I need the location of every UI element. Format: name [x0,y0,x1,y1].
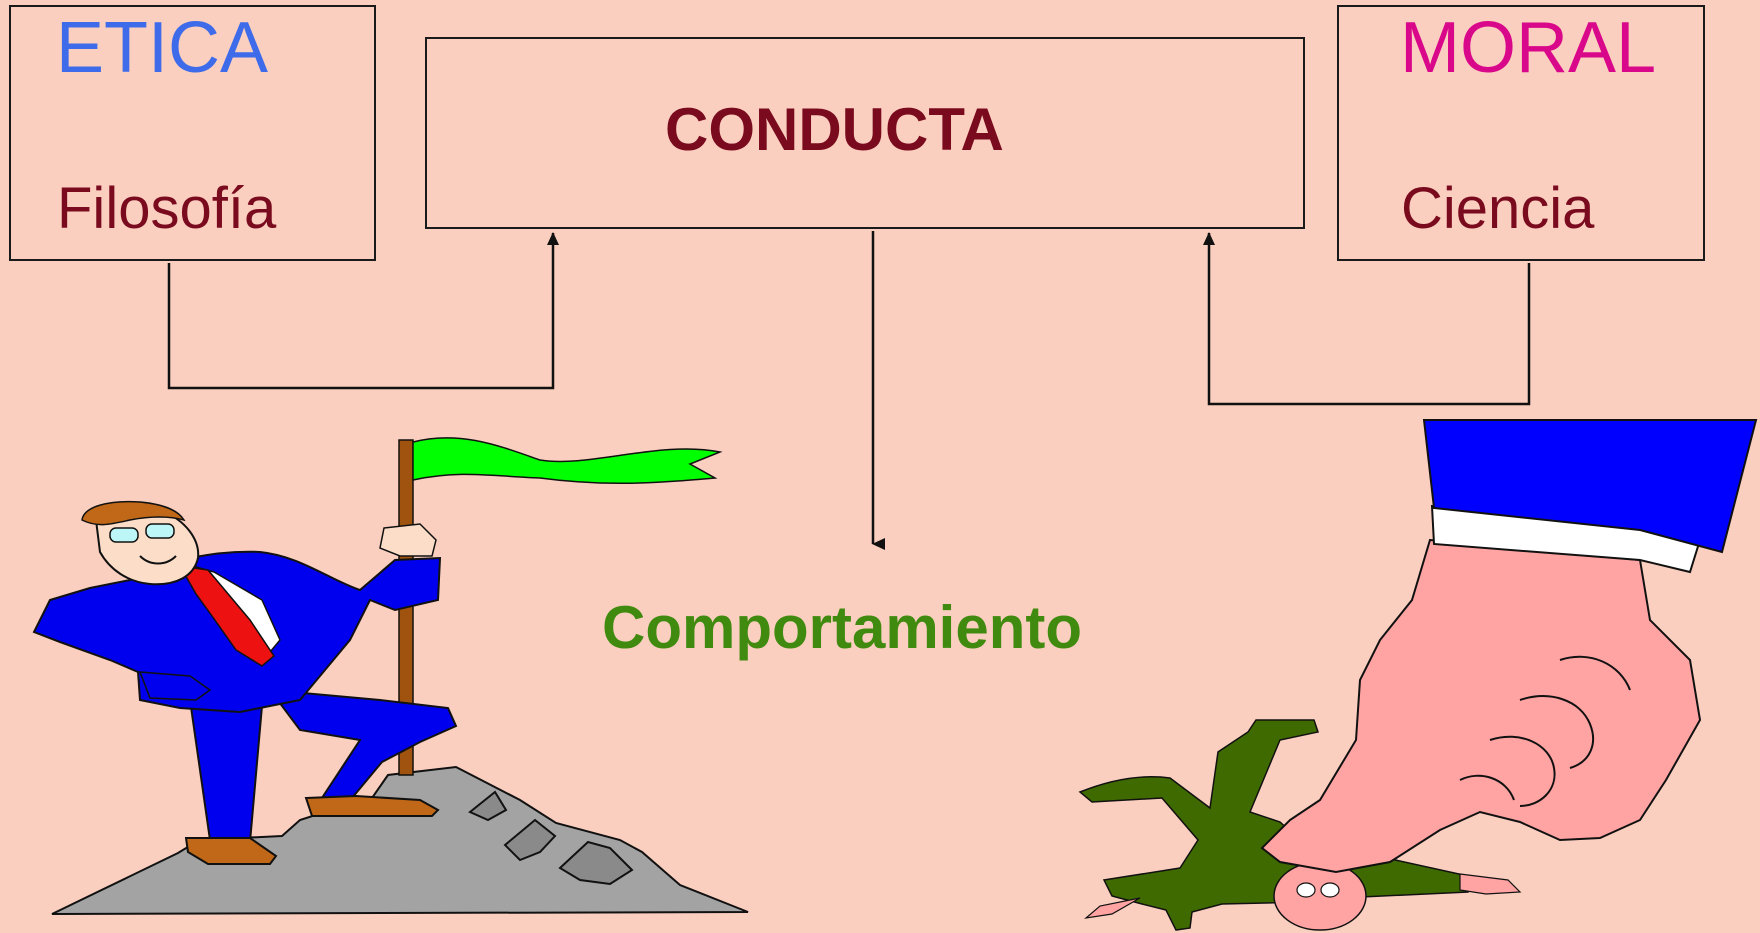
giant-hand [1260,538,1702,874]
etica-box [9,5,376,261]
comportamiento-label: Comportamiento [602,594,1082,661]
little-man-head [1273,861,1367,931]
conducta-box [425,37,1305,229]
etica-title: ETICA [56,8,269,88]
etica-subtitle: Filosofía [57,176,277,241]
moral-subtitle: Ciencia [1401,176,1595,241]
tie [178,565,275,667]
etica-connector [167,232,559,390]
moral-connector [1203,232,1531,406]
conducta-title: CONDUCTA [665,96,1004,163]
flag [412,437,723,484]
moral-title: MORAL [1400,8,1657,88]
moral-box [1337,5,1705,261]
sleeve [1422,419,1758,554]
